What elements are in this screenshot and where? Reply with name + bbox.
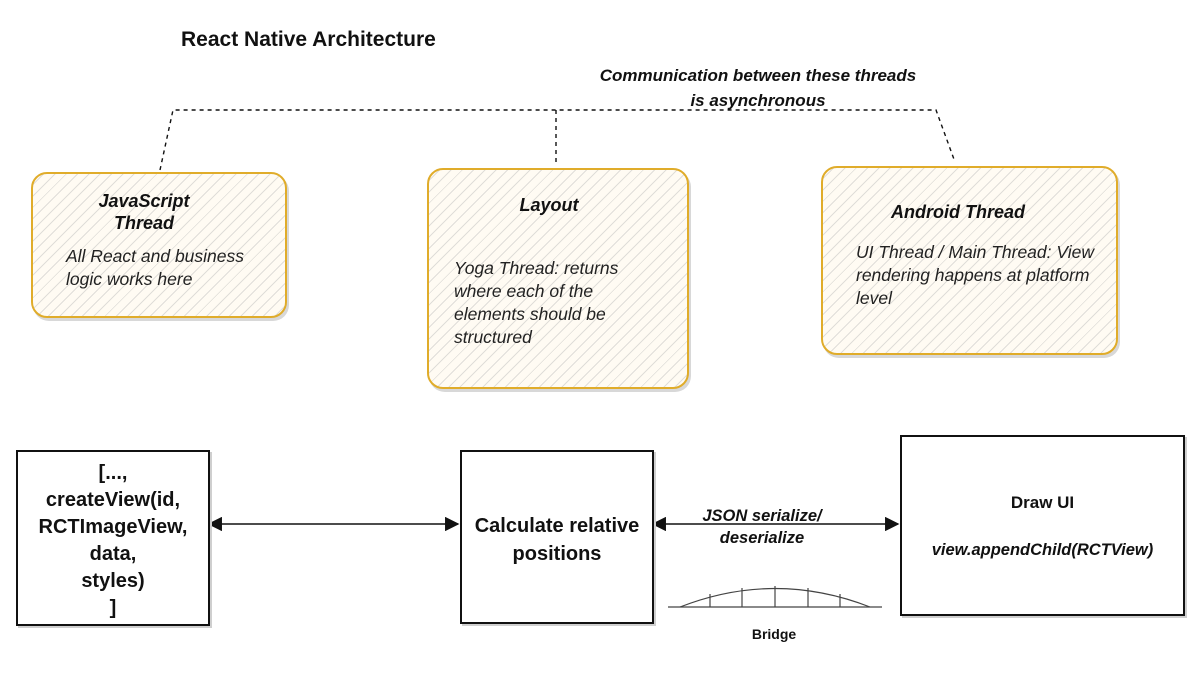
async-dashed-connector (159, 109, 956, 171)
create-view-line: data, (89, 543, 137, 565)
async-note: Communication between these threads is a… (599, 66, 917, 110)
create-view-line: ] (109, 597, 117, 619)
draw-ui-box: Draw UI view.appendChild(RCTView) (900, 435, 1185, 616)
calculate-positions-box: Calculate relative positions (460, 450, 654, 624)
json-serialize-label: JSON serialize/ deserialize (702, 507, 822, 547)
create-view-line: styles) (81, 570, 145, 592)
create-view-line: RCTImageView, (38, 516, 188, 538)
js-thread-title: JavaScript Thread (98, 191, 190, 233)
android-thread-box: Android Thread UI Thread / Main Thread: … (821, 166, 1118, 355)
calculate-positions-label: Calculate relative positions (474, 515, 640, 565)
draw-ui-title: Draw UI (1010, 493, 1075, 512)
js-thread-box: JavaScript Thread All React and business… (31, 172, 287, 318)
android-thread-description: UI Thread / Main Thread: View rendering … (856, 242, 1094, 308)
layout-thread-description: Yoga Thread: returns where each of the e… (454, 258, 619, 347)
bridge-icon (668, 586, 882, 608)
bridge-label: Bridge (751, 626, 797, 642)
create-view-line: createView(id, (45, 489, 181, 511)
js-thread-description: All React and business logic works here (66, 246, 245, 289)
android-thread-title: Android Thread (891, 202, 1025, 222)
draw-ui-code: view.appendChild(RCTView) (931, 541, 1154, 559)
diagram-title: React Native Architecture (181, 28, 436, 51)
create-view-line: [..., (98, 462, 128, 484)
layout-thread-box: Layout Yoga Thread: returns where each o… (427, 168, 689, 389)
layout-thread-title: Layout (519, 195, 579, 215)
create-view-box: [..., createView(id, RCTImageView, data,… (16, 450, 210, 626)
